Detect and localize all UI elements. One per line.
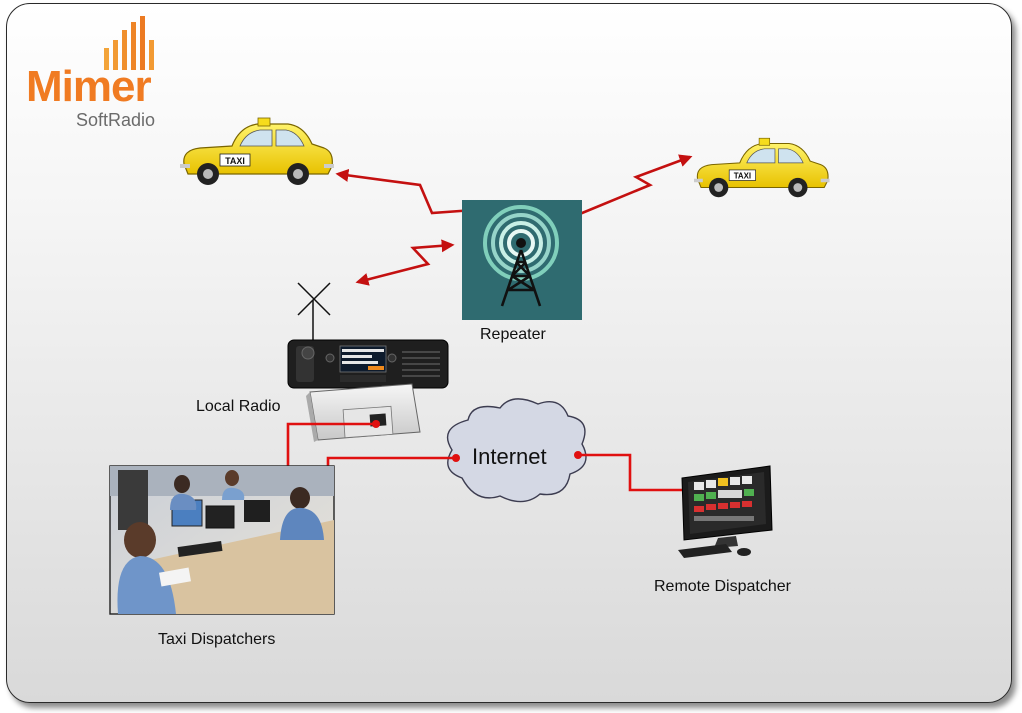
taxi-sign-right: TAXI: [734, 172, 751, 181]
repeater-tower-icon: [462, 200, 582, 320]
internet-cloud: [446, 398, 587, 503]
local-radio-unit: [287, 339, 449, 389]
label-local-radio: Local Radio: [196, 398, 281, 415]
wire-cloud-to-remote: [578, 453, 690, 492]
taxi-dispatchers-photo: [109, 465, 335, 615]
taxi-car-right: TAXI: [694, 137, 830, 198]
mimer-logo-bars: [104, 16, 154, 70]
radio-link-taxi-left: [335, 168, 477, 218]
label-internet: Internet: [472, 444, 547, 469]
antenna-icon: [297, 282, 331, 342]
remote-dispatcher-monitor-icon: [678, 465, 773, 558]
radio-link-taxi-right: [567, 154, 693, 221]
mimer-logo-text: Mimer: [26, 62, 152, 111]
radio-link-local-radio: [355, 239, 455, 286]
taxi-sign-left: TAXI: [225, 156, 245, 166]
label-repeater: Repeater: [480, 326, 546, 343]
softradio-logo-text: SoftRadio: [76, 110, 156, 130]
radio-interface-box: [306, 383, 421, 442]
label-taxi-dispatchers: Taxi Dispatchers: [158, 631, 276, 648]
label-remote-dispatcher: Remote Dispatcher: [654, 578, 791, 595]
radio-links: [335, 154, 693, 286]
taxi-car-left: TAXI: [180, 117, 334, 185]
